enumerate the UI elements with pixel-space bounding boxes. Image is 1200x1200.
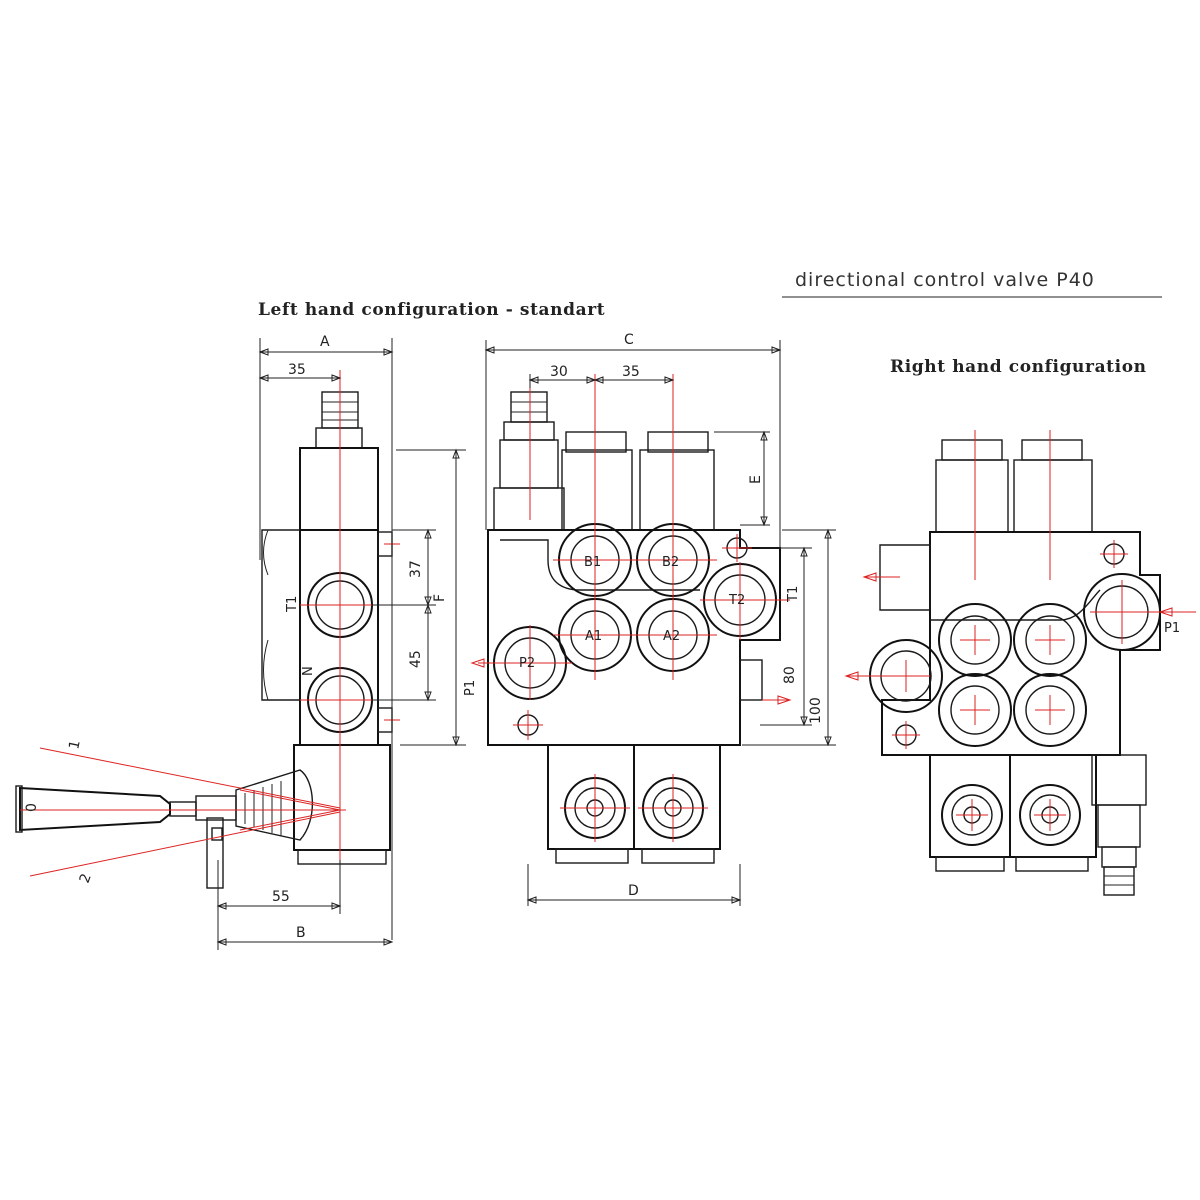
dim-100: 100 (808, 697, 824, 724)
port-label-a1: A1 (585, 629, 602, 644)
port-label-t1-mid: T1 (786, 586, 801, 603)
port-label-p1-right: P1 (1164, 621, 1180, 636)
side-view: 1 0 2 T1 N A 35 F 37 45 (15, 334, 466, 950)
lever-position-0: 0 (24, 803, 40, 812)
lever-position-2: 2 (77, 872, 95, 886)
dim-b: B (296, 925, 306, 941)
lever-position-1: 1 (66, 739, 84, 751)
front-view: B1 B2 A1 A2 T2 P2 P1 T1 C 30 35 E 80 (463, 332, 836, 906)
dim-f: F (432, 594, 448, 602)
port-label-b2: B2 (662, 555, 679, 570)
dim-a: A (320, 334, 330, 350)
port-label-a2: A2 (663, 629, 680, 644)
port-label-n-side: N (301, 666, 316, 676)
heading-right-config: Right hand configuration (890, 357, 1147, 377)
dim-35-front: 35 (622, 364, 640, 380)
dim-55: 55 (272, 889, 290, 905)
port-label-p2: P2 (519, 656, 535, 671)
drawing-title: directional control valve P40 (795, 269, 1095, 291)
port-label-b1: B1 (584, 555, 601, 570)
heading-left-config: Left hand configuration - standart (258, 300, 605, 320)
dim-d: D (628, 883, 639, 899)
dim-30: 30 (550, 364, 568, 380)
port-label-t1-side: T1 (285, 596, 300, 613)
dim-45: 45 (408, 650, 424, 668)
dim-c: C (624, 332, 634, 348)
port-label-t2: T2 (728, 593, 745, 608)
dim-35-side: 35 (288, 362, 306, 378)
port-label-p1-mid: P1 (463, 680, 478, 696)
right-hand-view: P1 (844, 430, 1196, 896)
dim-80: 80 (782, 666, 798, 684)
dim-e: E (748, 475, 764, 484)
dim-37: 37 (408, 560, 424, 578)
